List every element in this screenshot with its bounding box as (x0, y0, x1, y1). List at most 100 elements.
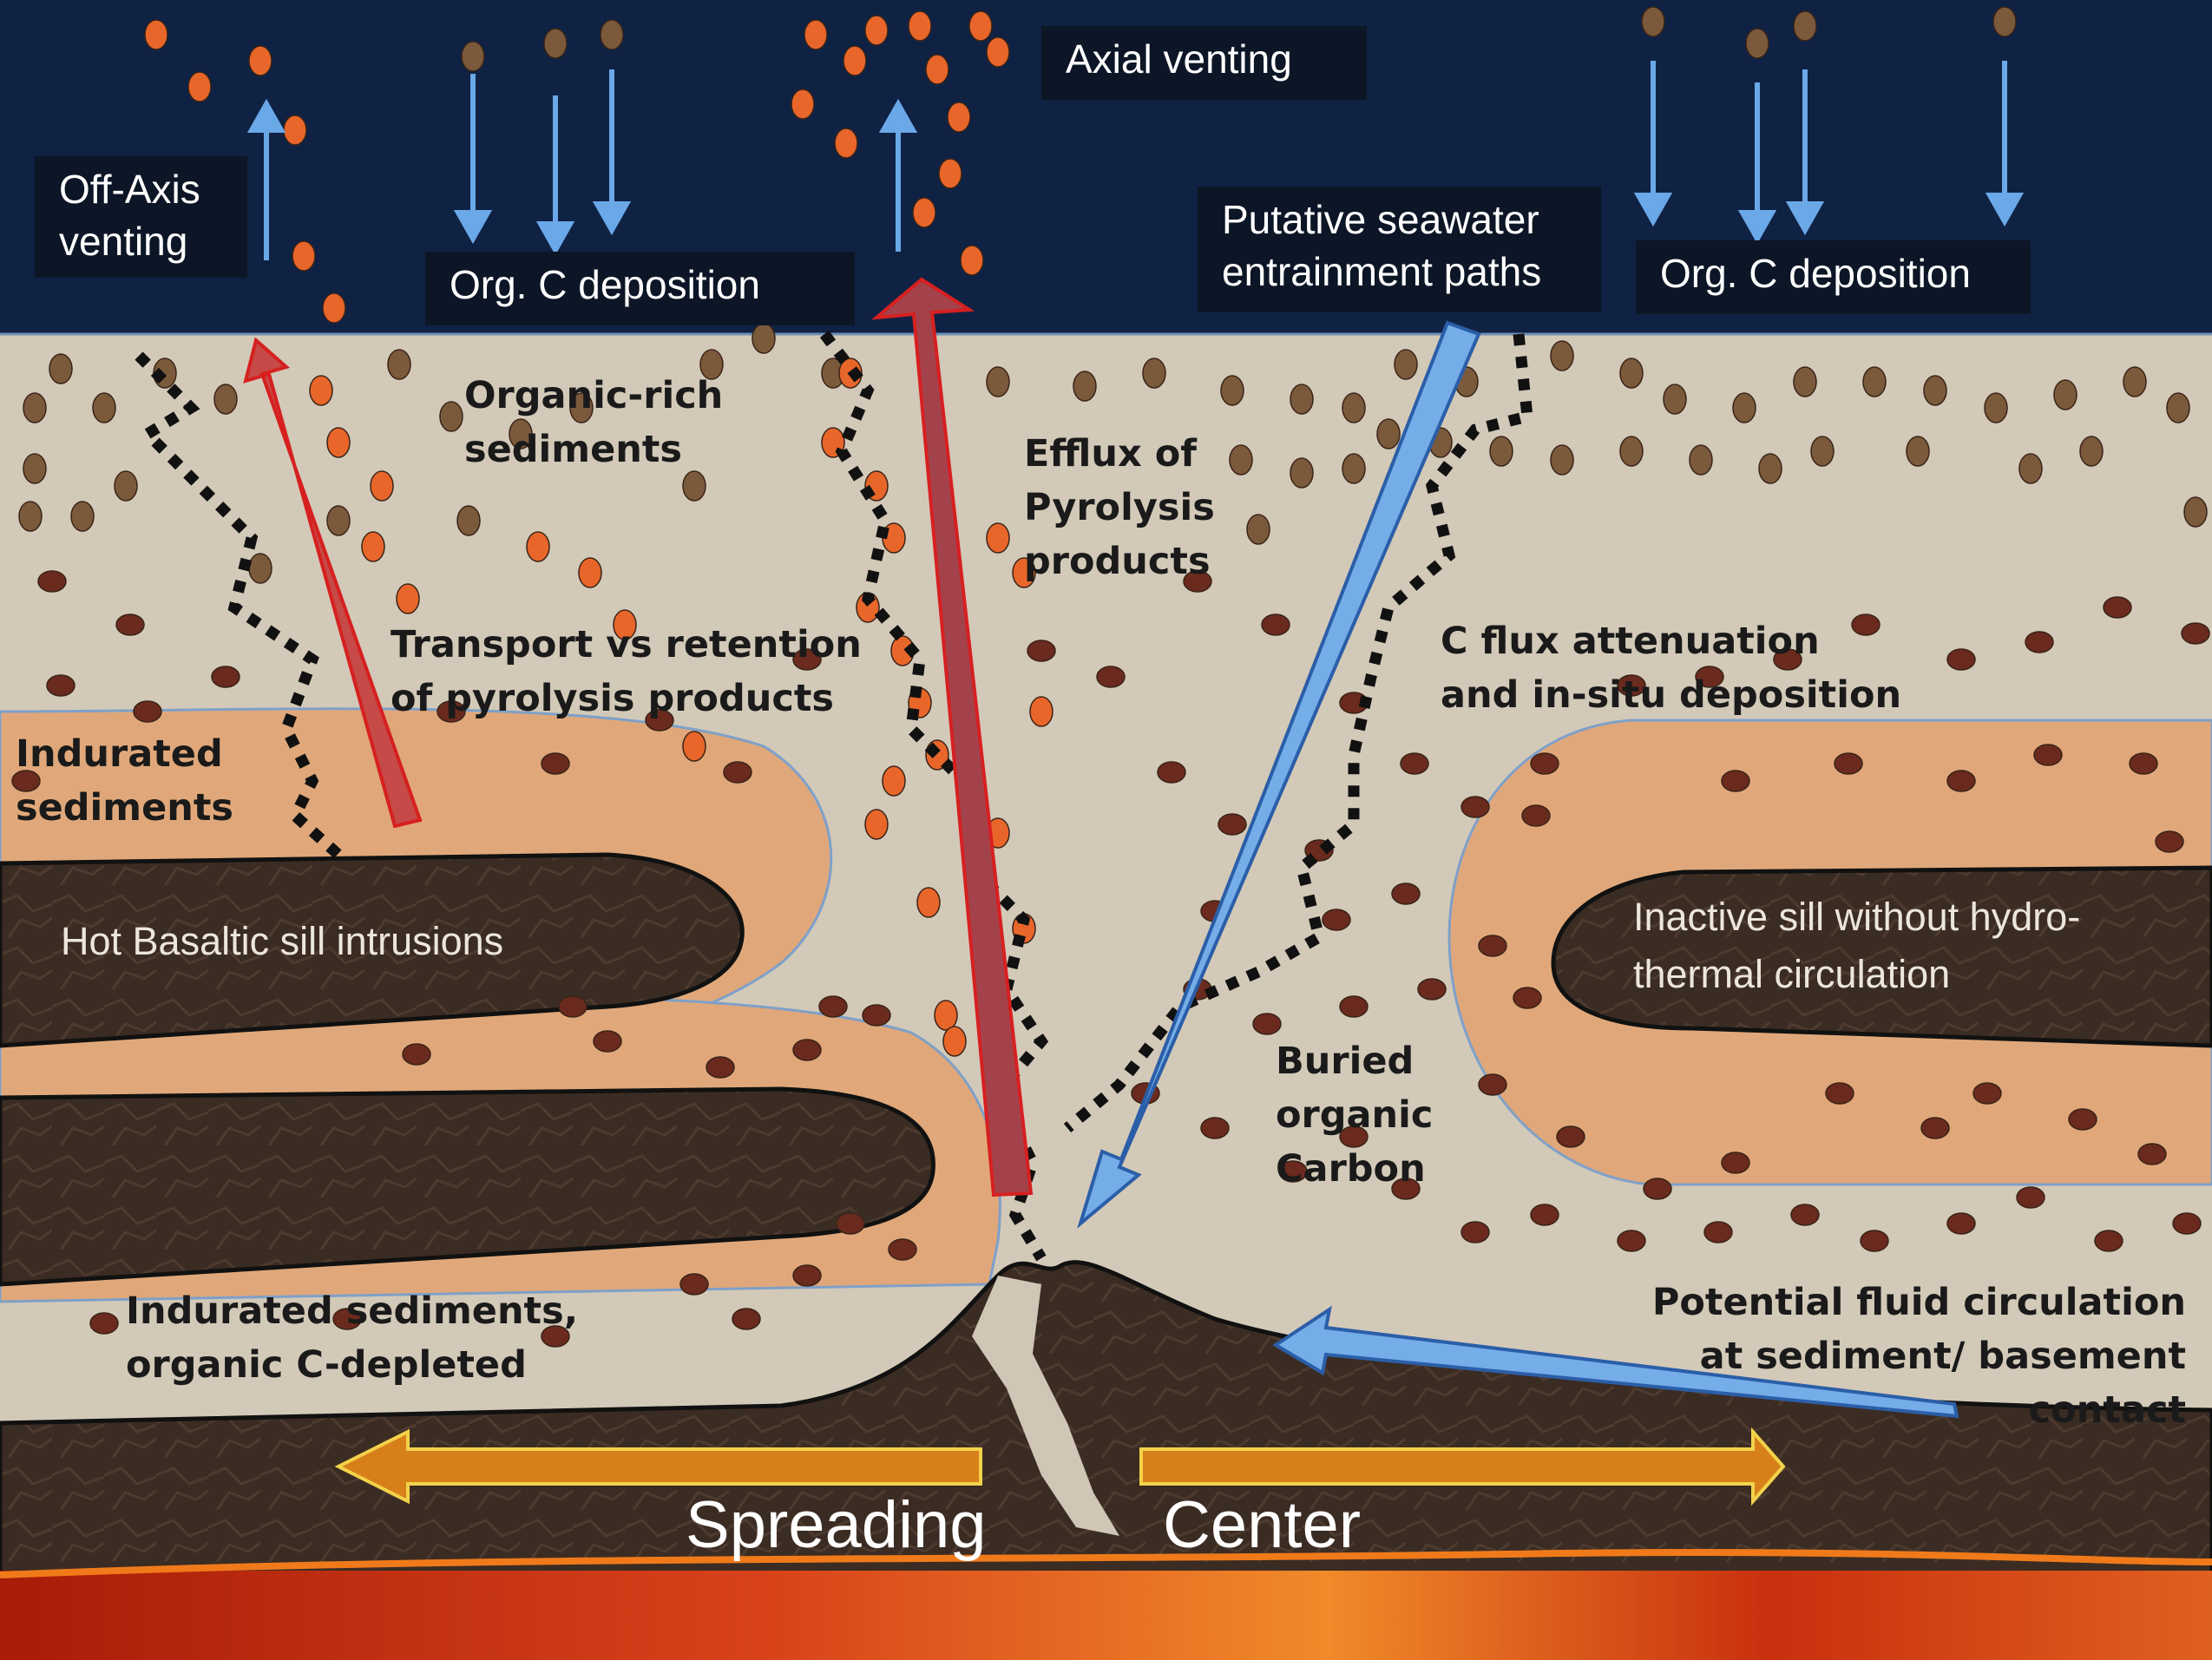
organic-particle (2166, 392, 2190, 423)
organic-particle (1550, 444, 1574, 476)
organic-particle (1793, 10, 1817, 42)
organic-particle (541, 752, 570, 775)
spreading-arrow-right (1139, 1427, 1786, 1506)
inactive-sill (1551, 865, 2212, 1048)
off-axis-venting-label: Off-Axis venting (35, 156, 247, 278)
organic-particle (792, 1039, 822, 1061)
org-c-deposition-right-label: Org. C deposition (1636, 240, 2031, 314)
organic-particle (213, 384, 238, 415)
organic-particle (1695, 666, 1724, 688)
organic-particle (836, 1212, 865, 1235)
organic-particle (1972, 1082, 2002, 1105)
organic-particle (723, 761, 752, 784)
organic-particle (543, 28, 568, 59)
deposition-arrows (246, 61, 2025, 260)
organic-particle (912, 197, 936, 228)
organic-particle (115, 613, 145, 636)
indurated-depleted-label: Indurated sediments, organic C-depleted (126, 1289, 579, 1387)
organic-particle (1278, 1160, 1308, 1183)
organic-particle (752, 323, 776, 354)
organic-particle (1342, 453, 1366, 484)
organic-particle (1417, 978, 1447, 1001)
organic-particle (968, 10, 993, 42)
organic-particle (791, 89, 815, 120)
organic-particle (2068, 1108, 2097, 1131)
organic-particle (1218, 813, 1247, 836)
organic-particle (1619, 436, 1644, 467)
organic-particle (1460, 1221, 1490, 1243)
organic-particle (46, 674, 75, 697)
organic-particle (569, 392, 594, 423)
organic-particle (1851, 613, 1881, 636)
organic-particle (818, 995, 848, 1018)
organic-particle (541, 1325, 570, 1348)
organic-particle (1732, 392, 1756, 423)
organic-particle (986, 36, 1010, 68)
organic-particle (322, 292, 346, 324)
organic-particle (1923, 375, 1947, 406)
organic-particle (1862, 366, 1887, 397)
organic-particle (89, 1312, 119, 1335)
organic-particle (2123, 366, 2147, 397)
organic-particle (1793, 366, 1817, 397)
organic-particle (960, 245, 984, 276)
organic-particle (2018, 453, 2043, 484)
axial-efflux-arrow (870, 277, 1034, 1197)
organic-particle (834, 128, 858, 159)
organic-particle (2079, 436, 2104, 467)
putative-seawater-label: Putative seawater entrainment paths (1198, 187, 1601, 312)
organic-particle (2025, 631, 2054, 653)
organic-particle (843, 45, 867, 76)
organic-particle (2155, 830, 2184, 853)
organic-particle (361, 531, 385, 562)
axial-venting-label: Axial venting (1041, 26, 1367, 100)
organic-particle (706, 1056, 735, 1079)
organic-particle (1790, 1204, 1820, 1226)
organic-particle (1394, 349, 1418, 380)
organic-particle (326, 427, 351, 458)
organic-particle (292, 240, 316, 272)
organic-particle (23, 392, 47, 423)
organic-particle (1689, 444, 1713, 476)
organic-particle (526, 531, 550, 562)
organic-particle (1489, 436, 1513, 467)
organic-particle (1339, 1125, 1369, 1148)
organic-particle (862, 1004, 891, 1027)
organic-particle (1376, 418, 1401, 449)
organic-particle (1478, 1073, 1507, 1096)
organic-particles (11, 6, 2210, 1348)
organic-particle (2181, 622, 2210, 645)
organic-particle (986, 522, 1010, 554)
organic-particle (1810, 436, 1835, 467)
organic-particle (1721, 770, 1750, 792)
potential-fluid-circulation-label: Potential fluid circulation at sediment/… (1651, 1281, 2186, 1432)
organic-particle (436, 700, 466, 723)
organic-particle (1617, 1230, 1646, 1252)
organic-particle (908, 10, 932, 42)
organic-particle (456, 505, 481, 536)
organic-particle (1758, 453, 1782, 484)
organic-particle (1946, 770, 1976, 792)
spreading-label: Spreading (686, 1488, 987, 1562)
organic-particle (2137, 1143, 2167, 1165)
buried-organic-carbon-label: Buried organic Carbon (1276, 1040, 1434, 1191)
organic-particle (986, 366, 1010, 397)
org-c-deposition-left-label: Org. C deposition (425, 252, 855, 325)
organic-particle (18, 501, 43, 532)
organic-particle (1984, 392, 2008, 423)
organic-particle (1834, 752, 1863, 775)
organic-particle (1400, 752, 1429, 775)
organic-particle (283, 115, 307, 146)
organic-particle (792, 648, 822, 671)
organic-particle (804, 19, 828, 50)
organic-particle (92, 392, 116, 423)
organic-particle (1073, 371, 1097, 402)
organic-particle (645, 709, 674, 732)
organic-particle (248, 553, 272, 584)
organic-particle (114, 470, 138, 502)
arrows (243, 61, 2025, 1506)
organic-particle (1290, 384, 1314, 415)
organic-particle (2094, 1230, 2123, 1252)
organic-particle (1478, 935, 1507, 957)
